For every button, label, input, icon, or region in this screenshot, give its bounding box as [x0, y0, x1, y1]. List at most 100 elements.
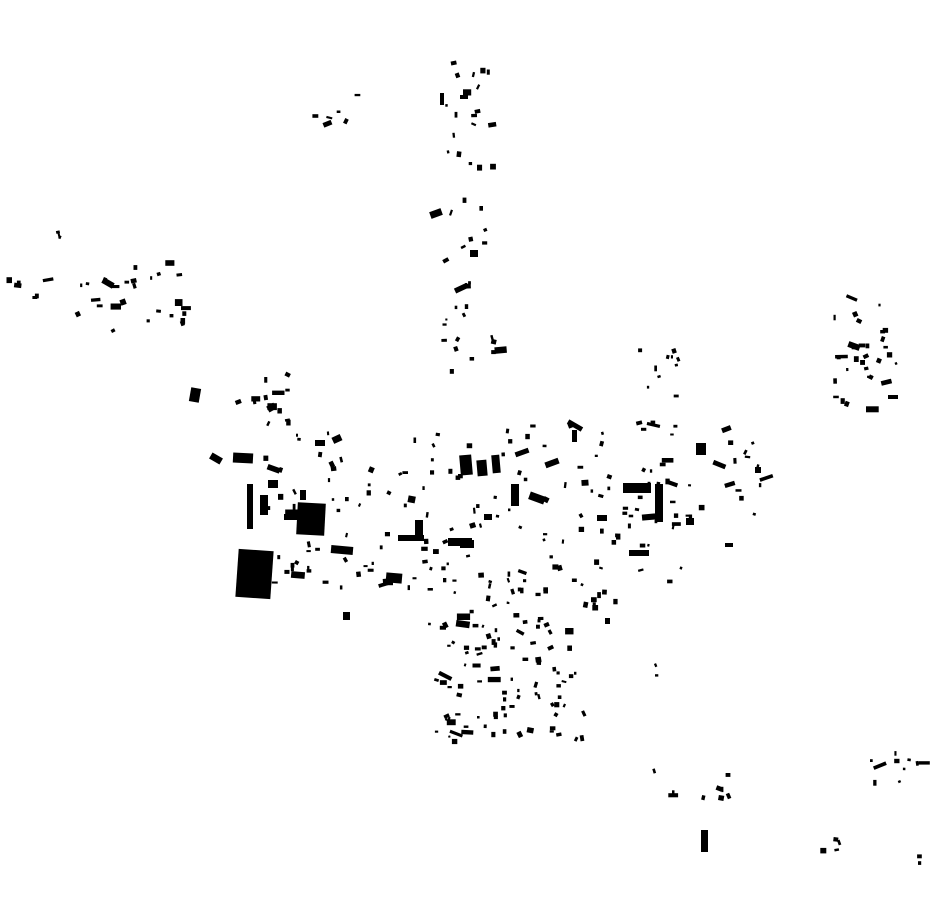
building: [667, 480, 679, 488]
building: [460, 95, 468, 99]
building: [918, 861, 922, 865]
building: [387, 579, 393, 586]
building: [182, 311, 187, 316]
building: [471, 113, 478, 118]
building: [146, 319, 150, 323]
building: [479, 206, 483, 211]
building: [463, 645, 470, 650]
building: [516, 730, 524, 739]
building: [468, 236, 474, 242]
building: [712, 459, 727, 470]
building: [298, 523, 304, 527]
building: [443, 578, 447, 583]
building: [536, 659, 542, 666]
building: [508, 508, 511, 512]
building: [474, 647, 481, 651]
building: [447, 716, 451, 721]
building: [483, 724, 487, 729]
building: [491, 731, 496, 738]
building: [725, 792, 732, 800]
building: [343, 612, 350, 620]
building: [472, 623, 479, 628]
building: [294, 559, 300, 566]
building: [475, 84, 481, 90]
building: [460, 540, 474, 548]
building: [6, 277, 12, 284]
building: [266, 506, 271, 510]
building: [477, 164, 483, 171]
building: [628, 514, 634, 518]
building: [758, 483, 762, 488]
building: [42, 277, 54, 283]
building: [591, 597, 597, 603]
building: [445, 104, 448, 107]
building: [398, 471, 403, 476]
building: [578, 513, 584, 519]
building: [582, 601, 589, 608]
building: [671, 522, 681, 526]
building: [441, 621, 449, 629]
building: [581, 710, 587, 717]
building: [326, 115, 333, 120]
building: [880, 336, 886, 343]
building: [441, 338, 447, 342]
building: [442, 257, 450, 264]
building: [450, 60, 457, 66]
building: [670, 500, 676, 504]
building: [665, 478, 670, 485]
building: [547, 644, 555, 651]
building: [290, 565, 294, 572]
building: [247, 484, 253, 529]
building: [481, 645, 487, 650]
building: [656, 481, 661, 486]
building: [594, 454, 598, 457]
building: [523, 579, 527, 583]
building: [379, 545, 383, 550]
building: [858, 343, 866, 348]
building: [542, 538, 546, 542]
building: [267, 403, 277, 411]
building: [453, 282, 469, 294]
building: [431, 443, 436, 448]
building: [862, 353, 870, 360]
building: [366, 490, 371, 496]
building: [322, 119, 333, 128]
building: [263, 394, 269, 401]
building: [306, 550, 311, 553]
building: [179, 320, 186, 327]
building: [870, 759, 873, 762]
building: [542, 496, 550, 504]
building: [292, 488, 297, 495]
building: [638, 348, 643, 353]
building: [312, 516, 318, 523]
building: [851, 345, 856, 350]
building: [336, 508, 341, 513]
building: [412, 577, 417, 580]
building: [522, 619, 528, 625]
building: [494, 346, 507, 354]
building: [552, 564, 559, 570]
building: [427, 588, 433, 591]
building: [456, 692, 463, 698]
building: [641, 513, 656, 521]
building: [306, 541, 311, 548]
building: [752, 512, 757, 516]
building: [653, 663, 658, 668]
building: [750, 441, 755, 445]
building: [553, 712, 559, 718]
building: [430, 470, 435, 475]
building: [469, 522, 477, 529]
building: [556, 671, 560, 675]
building: [672, 790, 675, 795]
building: [622, 506, 629, 510]
building: [284, 371, 291, 378]
building: [234, 398, 242, 405]
building: [132, 282, 137, 289]
building: [478, 523, 483, 528]
building: [756, 464, 760, 469]
building: [915, 760, 919, 766]
building: [679, 566, 683, 570]
building: [641, 427, 647, 431]
building: [85, 282, 90, 286]
